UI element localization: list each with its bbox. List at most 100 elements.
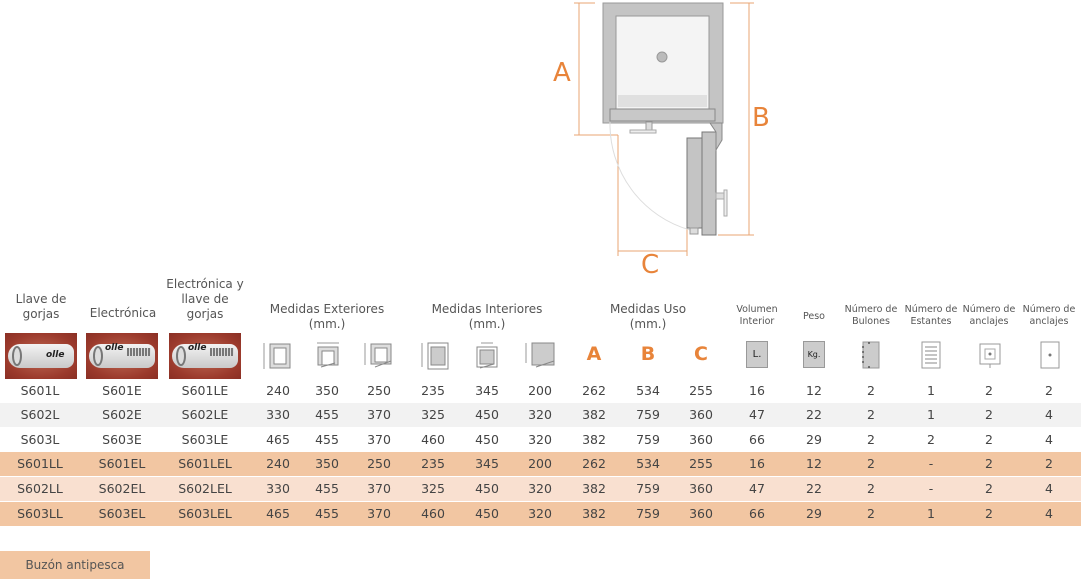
cell-ext-height: 330 — [266, 481, 290, 496]
cell-int-height: 460 — [421, 506, 445, 521]
cell-ext-height: 240 — [266, 383, 290, 398]
exterior-width-icon — [317, 342, 339, 368]
bolts-icon — [862, 341, 880, 369]
cell-int-width: 450 — [475, 506, 499, 521]
cell-int-depth: 200 — [528, 456, 552, 471]
cell-anclajes-2: 4 — [1045, 407, 1053, 422]
lock-image-llave: olle — [5, 333, 77, 379]
cell-int-width: 345 — [475, 456, 499, 471]
cell-estantes: - — [928, 456, 934, 471]
cell-ext-width: 455 — [315, 432, 339, 447]
interior-depth-icon — [525, 342, 555, 368]
cell-bulones: 2 — [867, 432, 875, 447]
header-c: C — [694, 343, 708, 365]
cell-int-height: 325 — [421, 407, 445, 422]
cell-model-electronica-llave: S601LEL — [178, 456, 232, 471]
cell-uso-b: 759 — [636, 432, 660, 447]
cell-model-electronica: S602E — [102, 407, 142, 422]
cell-anclajes-1: 2 — [985, 506, 993, 521]
liters-icon: L. — [746, 341, 768, 368]
cell-estantes: 1 — [927, 383, 935, 398]
cell-volumen: 16 — [749, 456, 765, 471]
wall-anchor-icon — [1040, 341, 1060, 369]
cell-anclajes-2: 4 — [1045, 432, 1053, 447]
interior-width-icon — [476, 342, 498, 369]
cell-ext-height: 465 — [266, 506, 290, 521]
cell-bulones: 2 — [867, 481, 875, 496]
cell-ext-height: 465 — [266, 432, 290, 447]
cell-model-llave: S602L — [20, 407, 60, 422]
cell-peso: 22 — [806, 481, 822, 496]
header-electronica: Electrónica — [89, 306, 157, 320]
cell-ext-height: 240 — [266, 456, 290, 471]
shelves-icon — [921, 341, 941, 369]
cell-int-height: 460 — [421, 432, 445, 447]
cell-uso-b: 759 — [636, 481, 660, 496]
cell-model-electronica: S601E — [102, 383, 142, 398]
cell-estantes: 1 — [927, 506, 935, 521]
cell-uso-b: 534 — [636, 456, 660, 471]
cell-int-depth: 320 — [528, 481, 552, 496]
cell-bulones: 2 — [867, 456, 875, 471]
cell-estantes: 2 — [927, 432, 935, 447]
diagram-label-c: C — [641, 250, 660, 280]
cell-int-height: 235 — [421, 456, 445, 471]
cell-model-llave: S601L — [20, 383, 60, 398]
cell-uso-c: 255 — [689, 383, 713, 398]
exterior-height-icon — [263, 343, 291, 369]
cell-volumen: 66 — [749, 506, 765, 521]
cell-ext-depth: 370 — [367, 506, 391, 521]
header-estantes: Número de Estantes — [904, 304, 958, 327]
cell-peso: 22 — [806, 407, 822, 422]
cell-uso-c: 255 — [689, 456, 713, 471]
cell-ext-width: 455 — [315, 506, 339, 521]
cell-ext-depth: 370 — [367, 481, 391, 496]
header-bulones: Número de Bulones — [844, 304, 898, 327]
cell-int-width: 345 — [475, 383, 499, 398]
cell-estantes: - — [928, 481, 934, 496]
interior-height-icon — [421, 342, 449, 370]
diagram-label-a: A — [553, 58, 571, 88]
cell-model-electronica: S601EL — [98, 456, 146, 471]
cell-model-electronica-llave: S601LE — [181, 383, 229, 398]
cell-model-electronica-llave: S602LE — [181, 407, 229, 422]
buzon-antipesca-button[interactable]: Buzón antipesca — [0, 551, 150, 579]
cell-anclajes-2: 4 — [1045, 481, 1053, 496]
cell-int-width: 450 — [475, 432, 499, 447]
cell-int-width: 450 — [475, 481, 499, 496]
cell-int-depth: 200 — [528, 383, 552, 398]
header-anclajes-2: Número de anclajes — [1022, 304, 1076, 327]
cell-anclajes-1: 2 — [985, 407, 993, 422]
cell-uso-c: 360 — [689, 432, 713, 447]
cell-volumen: 66 — [749, 432, 765, 447]
cell-volumen: 47 — [749, 407, 765, 422]
floor-anchor-icon — [979, 343, 1001, 368]
cell-model-llave: S602LL — [17, 481, 63, 496]
cell-volumen: 16 — [749, 383, 765, 398]
safe-dimensions-diagram — [574, 2, 754, 256]
cell-ext-width: 455 — [315, 481, 339, 496]
cell-int-depth: 320 — [528, 432, 552, 447]
cell-anclajes-1: 2 — [985, 383, 993, 398]
header-medidas-exteriores: Medidas Exteriores (mm.) — [269, 302, 385, 331]
header-volumen: Volumen Interior — [736, 304, 778, 327]
header-b: B — [640, 343, 656, 365]
header-anclajes-1: Número de anclajes — [962, 304, 1016, 327]
cell-anclajes-2: 2 — [1045, 383, 1053, 398]
cell-model-llave: S603LL — [17, 506, 63, 521]
header-medidas-uso: Medidas Uso (mm.) — [609, 302, 687, 331]
cell-ext-depth: 250 — [367, 456, 391, 471]
cell-ext-width: 350 — [315, 456, 339, 471]
cell-uso-c: 360 — [689, 506, 713, 521]
cell-uso-a: 382 — [582, 432, 606, 447]
cell-uso-c: 360 — [689, 407, 713, 422]
cell-model-electronica: S603EL — [98, 506, 146, 521]
cell-ext-width: 350 — [315, 383, 339, 398]
cell-uso-a: 262 — [582, 456, 606, 471]
cell-anclajes-2: 4 — [1045, 506, 1053, 521]
cell-model-llave: S603L — [20, 432, 60, 447]
cell-anclajes-1: 2 — [985, 432, 993, 447]
cell-anclajes-1: 2 — [985, 456, 993, 471]
